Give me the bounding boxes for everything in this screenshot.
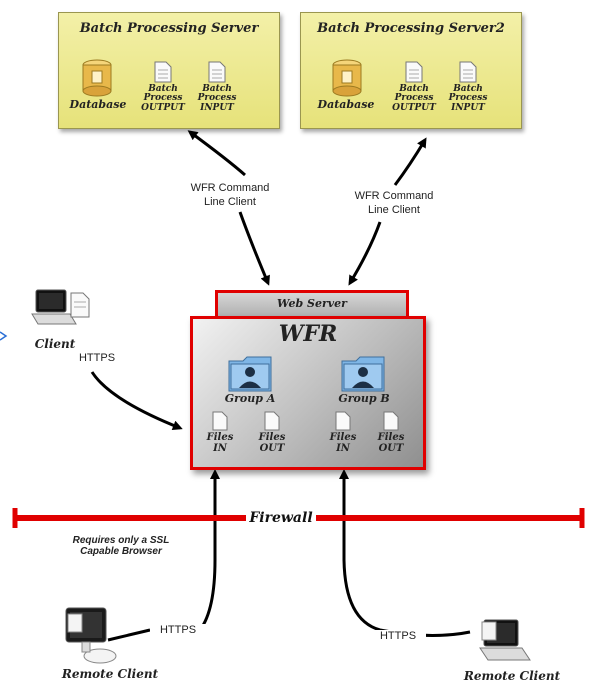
database-icon [82, 59, 112, 97]
left-edge-pointer [0, 331, 8, 341]
firewall-label: Firewall [246, 510, 316, 526]
server1-title: Batch Processing Server [79, 21, 259, 36]
remote-client-right-https: HTTPS [370, 630, 426, 644]
document-icon [335, 411, 351, 431]
server2-title: Batch Processing Server2 [317, 21, 505, 36]
document-icon [70, 292, 90, 318]
database-icon [332, 59, 362, 97]
arrow-cmd2-to-webserver [348, 221, 382, 286]
document-icon [383, 411, 399, 431]
group-b-label: Group B [338, 392, 390, 405]
server1-database-label: Database [69, 98, 127, 111]
arrow-remote-left-to-files-in [198, 469, 220, 631]
remote-client-left-https: HTTPS [150, 624, 206, 638]
web-server-title: Web Server [277, 297, 347, 310]
line-remote-left [107, 628, 151, 642]
document-icon [154, 61, 172, 83]
remote-client-left-label: Remote Client [61, 667, 159, 681]
laptop-icon [479, 619, 531, 661]
arrow-cmd2-to-server2 [393, 137, 427, 186]
arrow-server1-to-cmd [187, 130, 246, 177]
arrow-remote-right-to-files-in [339, 469, 471, 638]
document-icon [405, 61, 423, 83]
wfr-title: WFR [278, 321, 338, 347]
document-icon [459, 61, 477, 83]
document-icon [212, 411, 228, 431]
client-https-label: HTTPS [72, 352, 122, 366]
user-folder-icon [228, 356, 272, 392]
arrow-cmd1-to-webserver [238, 211, 270, 286]
desktop-computer-icon [65, 607, 117, 664]
group-a-label: Group A [224, 392, 276, 405]
client-label: Client [34, 337, 76, 351]
document-icon [264, 411, 280, 431]
laptop-icon [31, 289, 77, 325]
user-folder-icon [341, 356, 385, 392]
document-icon [208, 61, 226, 83]
arrow-client-to-wfr [90, 371, 183, 431]
server2-database-label: Database [317, 98, 375, 111]
remote-client-right-label: Remote Client [463, 669, 561, 683]
